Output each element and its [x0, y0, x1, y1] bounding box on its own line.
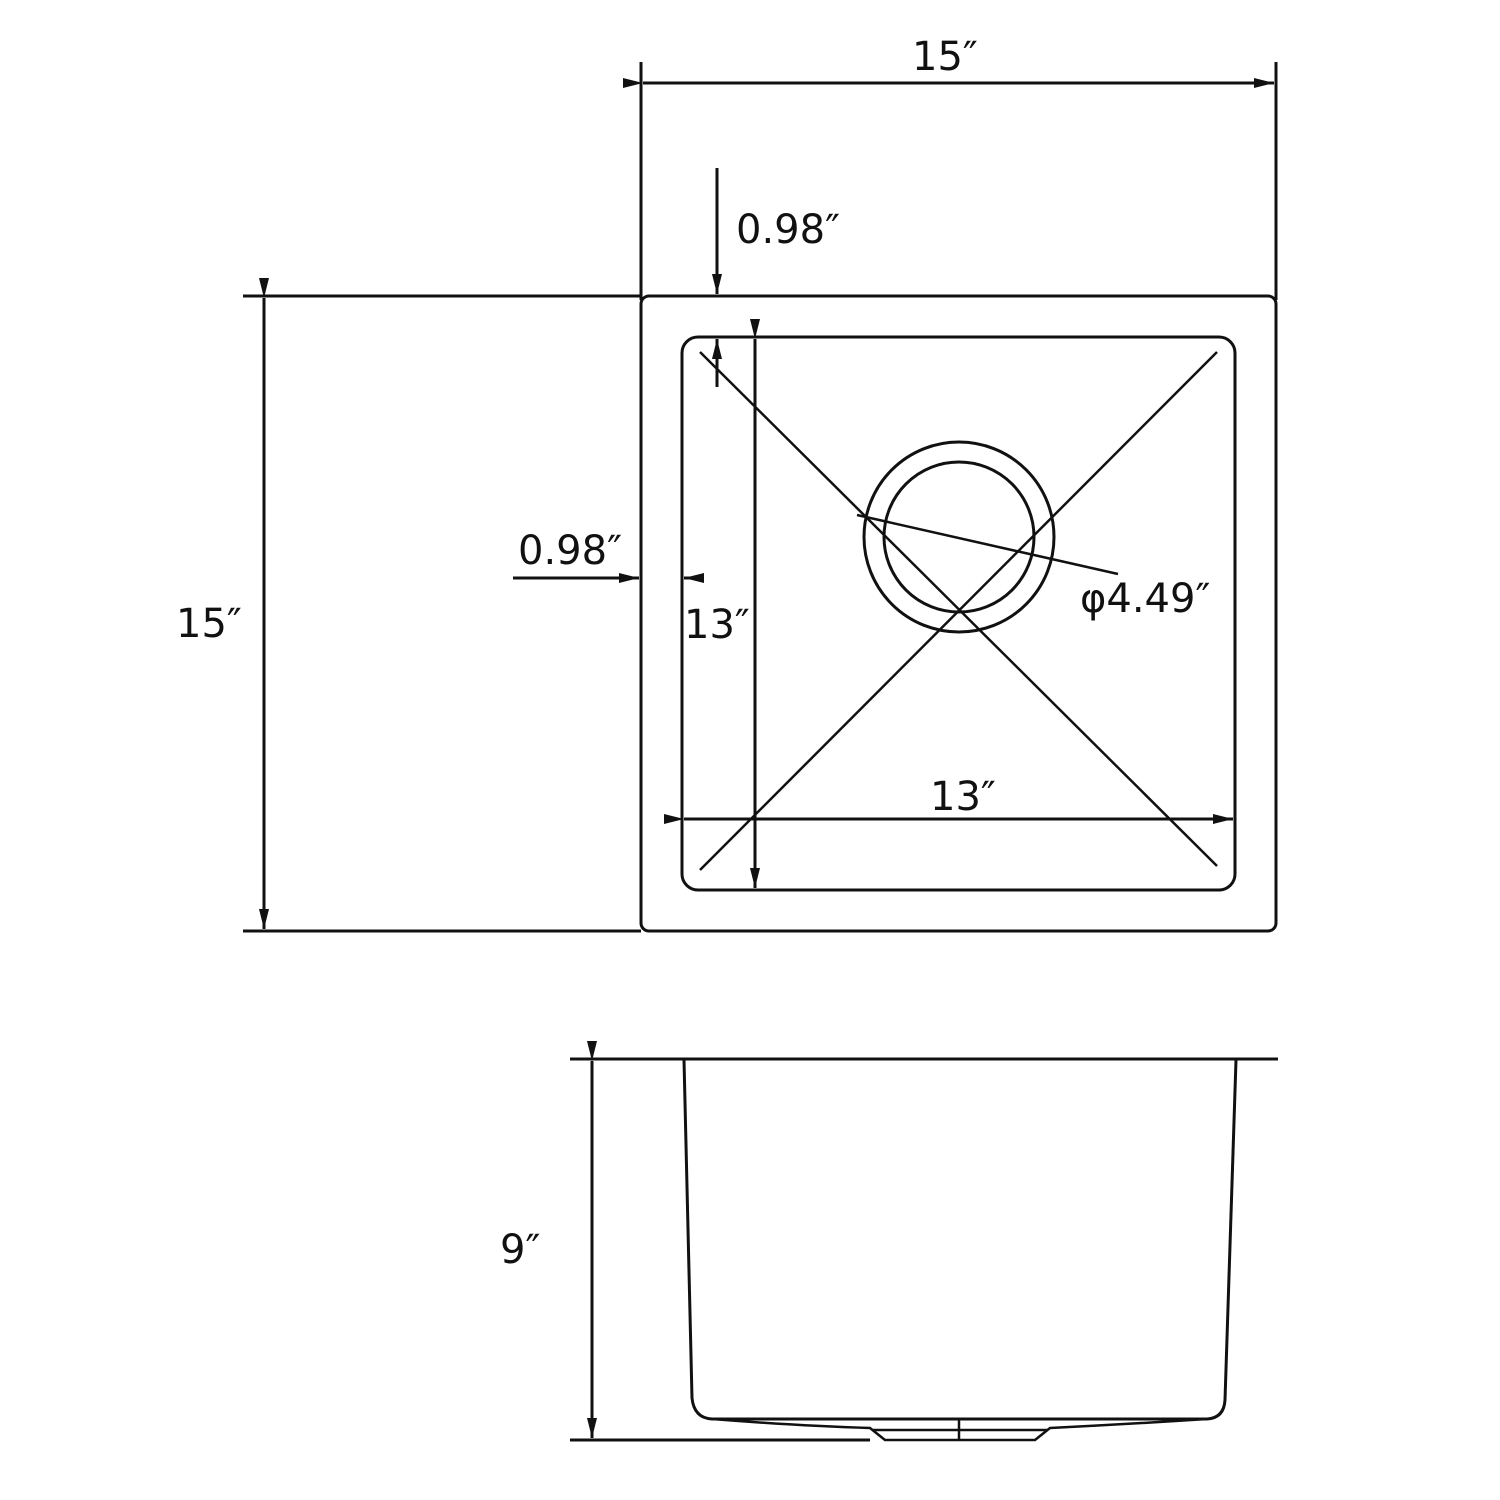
- overall-depth-label: 15″: [176, 601, 242, 647]
- bowl-width-label: 13″: [930, 774, 996, 820]
- overall-depth-dimension: 15″: [176, 278, 641, 933]
- bowl-width-dimension: 13″: [664, 774, 1233, 824]
- bowl-depth-dimension: 13″: [684, 319, 760, 888]
- overall-width-dimension: 15″: [623, 34, 1278, 300]
- rim-top-label: 0.98″: [736, 207, 840, 253]
- drain-icon: φ4.49″: [856, 440, 1210, 634]
- sink-outer-rim: [639, 294, 1278, 933]
- rim-top-dimension: 0.98″: [712, 168, 840, 387]
- rim-left-dimension: 0.98″: [513, 528, 704, 583]
- sink-depth-dimension: 9″: [500, 1041, 597, 1438]
- sink-depth-label: 9″: [500, 1227, 540, 1273]
- top-view: 15″ 15″ φ4.49″ 0.98″: [176, 34, 1278, 933]
- bowl-side-profile: [682, 1059, 1238, 1421]
- overall-width-label: 15″: [912, 34, 978, 80]
- rim-left-label: 0.98″: [518, 528, 622, 574]
- sink-bowl-outline: [680, 335, 1237, 892]
- side-view: 9″: [500, 1041, 1278, 1442]
- bowl-depth-label: 13″: [684, 602, 750, 648]
- drain-diameter-label: φ4.49″: [1080, 576, 1210, 622]
